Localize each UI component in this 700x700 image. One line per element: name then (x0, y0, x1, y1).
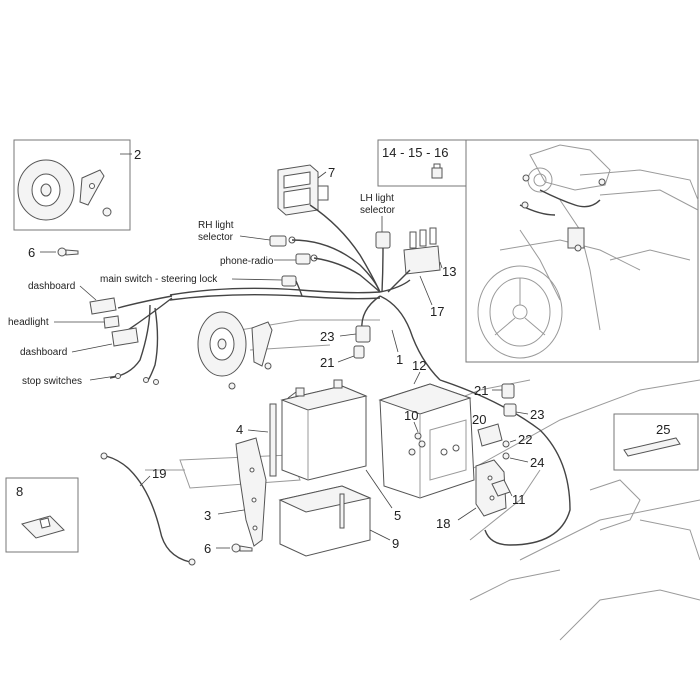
callout-10: 10 (404, 408, 418, 423)
callout-20: 20 (472, 412, 486, 427)
callout-11: 11 (512, 492, 526, 507)
relay-holder-20-part (477, 423, 503, 447)
callout-21-top: 21 (320, 355, 334, 370)
label-lh-light-selector-line1: LH light (360, 193, 394, 204)
horn-part (197, 311, 273, 390)
horn-detail-box (13, 139, 132, 231)
stop-switch-terminals (115, 373, 159, 385)
label-main-switch-steering-lock: main switch - steering lock (100, 274, 218, 285)
dashboard-connector-bottom (111, 327, 139, 347)
label-dashboard-bottom: dashboard (20, 347, 67, 358)
nut-24-part (502, 452, 510, 460)
callout-24: 24 (530, 455, 544, 470)
label-lh-light-selector-line2: selector (360, 205, 396, 216)
callout-7: 7 (328, 165, 335, 180)
battery-compartment-part (378, 383, 475, 499)
connector-cluster-part (403, 227, 443, 275)
callout-3: 3 (204, 508, 211, 523)
vehicle-location-box (465, 139, 699, 363)
callout-22: 22 (518, 432, 532, 447)
callout-2: 2 (134, 147, 141, 162)
callout-17: 17 (430, 304, 444, 319)
dashboard-connector-top (89, 297, 117, 315)
regulator-18-part (475, 459, 507, 517)
main-switch-connector (281, 275, 297, 287)
callout-1: 1 (396, 352, 403, 367)
label-rh-light-selector-line1: RH light (198, 220, 234, 231)
lh-light-selector-connector (375, 231, 391, 249)
battery-strap-part (269, 403, 277, 477)
callout-23-right: 23 (530, 407, 544, 422)
callout-13: 13 (442, 264, 456, 279)
screw-part-bottom (231, 543, 253, 553)
callout-19: 19 (152, 466, 166, 481)
phone-radio-connector (295, 253, 318, 265)
relay-23-part (503, 403, 517, 417)
callout-8: 8 (16, 484, 23, 499)
screw-part (40, 247, 79, 257)
compartment-screws (408, 432, 426, 456)
callout-9: 9 (392, 536, 399, 551)
callout-25: 25 (656, 422, 670, 437)
callout-18: 18 (436, 516, 450, 531)
callout-14-15-16: 14 - 15 - 16 (382, 145, 449, 160)
ground-cable-19-part (100, 452, 196, 566)
callout-6-top: 6 (28, 245, 35, 260)
rh-light-selector-connector (269, 235, 296, 247)
label-phone-radio: phone-radio (220, 256, 274, 267)
label-stop-switches: stop switches (22, 376, 82, 387)
callout-23-top: 23 (320, 329, 334, 344)
connector-part-small (353, 345, 365, 359)
connector-block-part (277, 164, 329, 216)
callout-4: 4 (236, 422, 243, 437)
bolt-22-part (502, 440, 510, 448)
label-rh-light-selector-line2: selector (198, 232, 234, 243)
label-headlight: headlight (8, 317, 49, 328)
battery-bracket-part (235, 437, 267, 547)
fuse-detail-box (377, 139, 467, 187)
relay-21-part (501, 383, 515, 399)
headlight-connector (103, 315, 120, 329)
callout-5: 5 (394, 508, 401, 523)
item-8-box (5, 477, 79, 553)
battery-part (280, 379, 368, 481)
battery-tray-part (278, 485, 372, 557)
callout-12: 12 (412, 358, 426, 373)
callout-21-right: 21 (474, 383, 488, 398)
item-25-box (613, 413, 699, 471)
relay-part-small (355, 325, 371, 343)
label-dashboard-top: dashboard (28, 281, 75, 292)
callout-6-bottom: 6 (204, 541, 211, 556)
